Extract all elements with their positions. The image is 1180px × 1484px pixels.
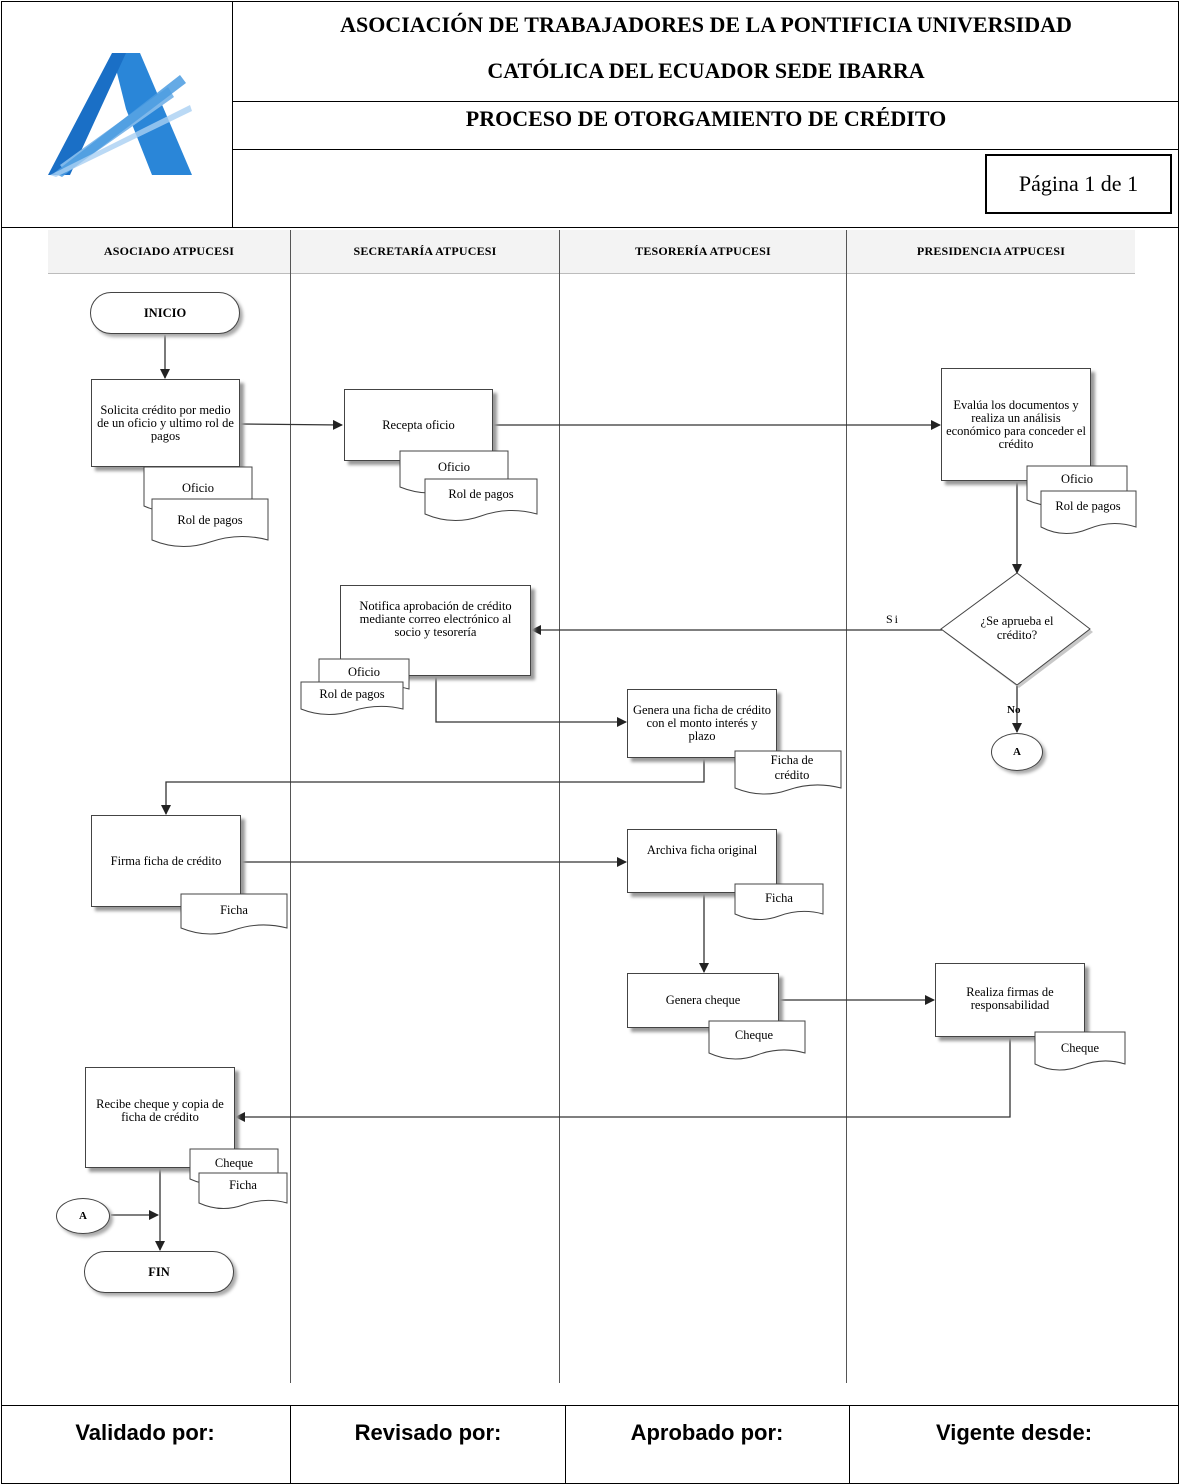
process-recepta-oficio: Recepta oficio <box>344 389 493 461</box>
org-name-line-2: CATÓLICA DEL ECUADOR SEDE IBARRA <box>487 58 925 83</box>
doc-rol-de-pagos-2: Rol de pagos <box>424 478 538 521</box>
page-number-box: Página 1 de 1 <box>985 154 1172 214</box>
header-frame <box>1 1 1179 228</box>
edge-realiza-recibe <box>235 1036 1011 1122</box>
lane-divider-2 <box>559 230 560 1383</box>
doc-cheque-1-label: Cheque <box>735 1028 774 1042</box>
doc-ficha-1: Ficha <box>180 893 288 935</box>
process-genera-cheque: Genera cheque <box>627 973 779 1028</box>
connector-a-in: A <box>56 1198 110 1234</box>
lane-header-presidencia: PRESIDENCIA ATPUCESI <box>847 230 1135 274</box>
decision-aprueba-credito <box>940 572 1093 688</box>
edge-notifica-genera-ficha <box>435 676 627 727</box>
frame-right-edge <box>1178 228 1179 1405</box>
org-name-line-1: ASOCIACIÓN DE TRABAJADORES DE LA PONTIFI… <box>340 12 1072 37</box>
footer-divider-3 <box>849 1405 850 1484</box>
start-terminator: INICIO <box>90 292 240 334</box>
header-row-divider-2 <box>232 149 1179 150</box>
process-genera-ficha-label: Genera una ficha de crédito con el monto… <box>632 703 772 743</box>
doc-cheque-3-label: Cheque <box>215 1156 254 1170</box>
footer-divider-1 <box>290 1405 291 1484</box>
doc-ficha-2-label: Ficha <box>765 891 793 905</box>
lane-divider-3 <box>846 230 847 1383</box>
doc-ficha-2: Ficha <box>734 883 824 920</box>
page-number: Página 1 de 1 <box>1018 171 1139 196</box>
footer-aprobado: Aprobado por: <box>630 1420 784 1445</box>
header-logo-cell-divider <box>232 1 233 228</box>
doc-rol-de-pagos-3: Rol de pagos <box>1040 490 1137 534</box>
start-label: INICIO <box>143 305 187 320</box>
process-solicita-credito: Solicita crédito por medio de un oficio … <box>91 379 240 467</box>
doc-ficha-3-label: Ficha <box>229 1178 257 1192</box>
decision-aprueba-credito-label: ¿Se aprueba el crédito? <box>980 614 1054 642</box>
end-label: FIN <box>148 1264 170 1279</box>
logo-mark-icon <box>48 53 192 177</box>
doc-oficio-3-label: Oficio <box>1061 472 1093 486</box>
process-firma-ficha: Firma ficha de crédito <box>91 815 241 907</box>
lane-header-asociado: ASOCIADO ATPUCESI <box>48 230 290 274</box>
lane-header-secretaria: SECRETARÍA ATPUCESI <box>291 230 559 274</box>
footer-validado: Validado por: <box>75 1420 215 1445</box>
process-realiza-firmas: Realiza firmas de responsabilidad <box>935 963 1085 1037</box>
doc-oficio-1-label: Oficio <box>182 481 214 495</box>
process-recibe-cheque-label: Recibe cheque y copia de ficha de crédit… <box>96 1097 224 1124</box>
process-title: PROCESO DE OTORGAMIENTO DE CRÉDITO <box>465 106 947 131</box>
connector-a-out: A <box>991 733 1043 771</box>
process-genera-cheque-label: Genera cheque <box>665 993 741 1007</box>
lane-header-tesoreria: TESORERÍA ATPUCESI <box>560 230 846 274</box>
lane-divider-1 <box>290 230 291 1383</box>
footer-vigente: Vigente desde: <box>935 1420 1093 1445</box>
doc-ficha-de-credito: Ficha de crédito <box>734 750 844 798</box>
process-evalua-documentos: Evalúa los documentos y realiza un análi… <box>941 368 1091 481</box>
process-firma-ficha-label: Firma ficha de crédito <box>110 853 222 868</box>
doc-rol-de-pagos-4: Rol de pagos <box>300 681 404 715</box>
process-archiva-ficha: Archiva ficha original <box>627 829 777 893</box>
doc-rol-de-pagos-3-label: Rol de pagos <box>1055 499 1120 513</box>
process-evalua-documentos-label: Evalúa los documentos y realiza un análi… <box>946 397 1086 451</box>
connector-a-in-label: A <box>79 1210 87 1222</box>
doc-ficha-1-label: Ficha <box>220 903 248 917</box>
footer-divider-2 <box>565 1405 566 1484</box>
process-recepta-oficio-label: Recepta oficio <box>382 417 455 432</box>
connector-a-out-label: A <box>1013 746 1021 758</box>
process-archiva-ficha-label: Archiva ficha original <box>646 843 758 857</box>
header-row-divider-1 <box>232 101 1179 102</box>
doc-oficio-2-label: Oficio <box>438 460 470 474</box>
process-genera-ficha: Genera una ficha de crédito con el monto… <box>627 689 777 758</box>
doc-ficha-de-credito-label: Ficha de crédito <box>770 753 814 782</box>
process-notifica-aprobacion-label: Notifica aprobación de crédito mediante … <box>359 599 512 639</box>
doc-cheque-1: Cheque <box>708 1020 806 1060</box>
edge-solicita-recepta <box>240 419 343 430</box>
doc-ficha-3: Ficha <box>198 1172 288 1209</box>
doc-rol-de-pagos-1-label: Rol de pagos <box>177 513 242 527</box>
end-terminator: FIN <box>84 1251 234 1293</box>
doc-cheque-2: Cheque <box>1034 1031 1126 1071</box>
label-no: No <box>1007 704 1021 716</box>
process-solicita-credito-label: Solicita crédito por medio de un oficio … <box>97 402 234 443</box>
footer-revisado: Revisado por: <box>354 1420 502 1445</box>
frame-left-edge <box>1 228 2 1405</box>
process-realiza-firmas-label: Realiza firmas de responsabilidad <box>966 985 1054 1012</box>
doc-cheque-2-label: Cheque <box>1061 1041 1100 1055</box>
doc-rol-de-pagos-1: Rol de pagos <box>151 498 269 547</box>
doc-rol-de-pagos-2-label: Rol de pagos <box>448 487 513 501</box>
edge-genera-ficha-firma <box>161 758 705 815</box>
doc-rol-de-pagos-4-label: Rol de pagos <box>319 687 384 701</box>
logo <box>40 45 200 180</box>
label-si: Si <box>886 612 900 626</box>
doc-oficio-4-label: Oficio <box>348 665 380 679</box>
